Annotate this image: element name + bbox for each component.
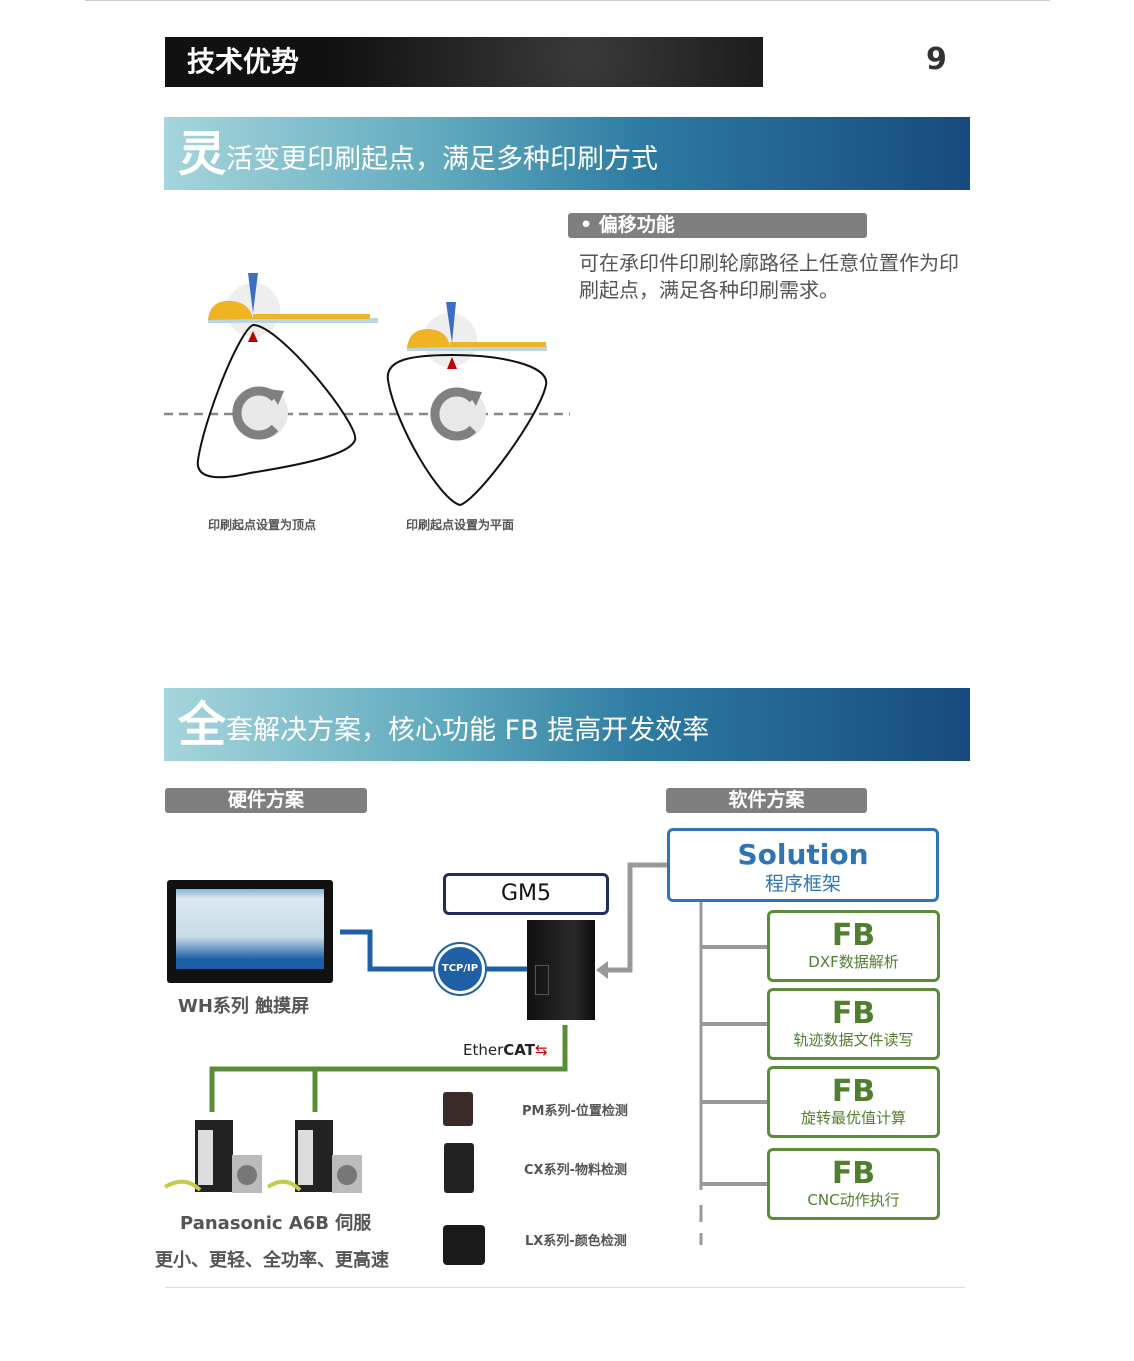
servo-images [163, 1120, 362, 1193]
section-header: 技术优势 [165, 37, 763, 87]
hardware-label: 硬件方案 [165, 788, 367, 813]
hmi-label: WH系列 触摸屏 [178, 996, 310, 1017]
diagram-flat [386, 302, 548, 507]
tcpip-badge: TCP/IP [435, 944, 485, 994]
rotate-icon [232, 386, 279, 440]
page-number: 9 [926, 42, 947, 77]
cx-sensor-image [444, 1143, 474, 1193]
sensor-label-pm: PM系列-位置检测 [522, 1104, 628, 1119]
banner-initial: 灵 [178, 126, 227, 182]
fb-subtitle: CNC动作执行 [807, 1191, 900, 1209]
fb-title: FB [831, 1156, 876, 1191]
banner-text: 活变更印刷起点，满足多种印刷方式 [226, 144, 659, 175]
caption-vertex: 印刷起点设置为顶点 [208, 518, 317, 532]
fb-subtitle: 轨迹数据文件读写 [793, 1031, 914, 1049]
diagram-vertex [196, 273, 378, 479]
solution-subtitle: 程序框架 [764, 873, 841, 895]
hmi-image [167, 880, 333, 983]
servo-label: Panasonic A6B 伺服 [180, 1213, 372, 1234]
caption-flat: 印刷起点设置为平面 [406, 518, 515, 532]
pm-sensor-image [443, 1092, 473, 1126]
top-rule [85, 0, 1050, 1]
offset-diagram [164, 273, 570, 507]
fb-title: FB [831, 918, 876, 953]
fb-subtitle: 旋转最优值计算 [800, 1109, 906, 1127]
ethercat-text-a: Ether [463, 1041, 504, 1059]
sensor-label-lx: LX系列-颜色检测 [525, 1234, 627, 1249]
sensor-label-cx: CX系列-物料检测 [524, 1163, 627, 1178]
controller-label: GM5 [443, 873, 609, 915]
solution-box: Solution 程序框架 [667, 828, 939, 902]
banner-flexible-start: 灵 活变更印刷起点，满足多种印刷方式 [164, 117, 970, 190]
fb-subtitle: DXF数据解析 [808, 953, 899, 971]
banner-text: 套解决方案，核心功能 FB 提高开发效率 [226, 715, 710, 746]
bottom-rule [165, 1287, 965, 1288]
ethercat-text-b: CAT [503, 1041, 535, 1059]
plc-image [527, 920, 595, 1020]
rotate-icon [430, 387, 477, 441]
ethercat-logo: EtherCAT⇆ [463, 1041, 548, 1059]
banner-initial: 全 [178, 697, 227, 753]
lx-sensor-image [443, 1225, 485, 1265]
fb-title: FB [831, 1074, 876, 1109]
software-label: 软件方案 [666, 788, 867, 813]
solution-title: Solution [737, 838, 869, 871]
feature-description: 可在承印件印刷轮廓路径上任意位置作为印刷起点，满足各种印刷需求。 [579, 251, 959, 302]
fb-title: FB [831, 996, 876, 1031]
banner-full-solution: 全 套解决方案，核心功能 FB 提高开发效率 [164, 688, 970, 761]
servo-features: 更小、更轻、全功率、更高速 [155, 1250, 389, 1271]
feature-label: • 偏移功能 [568, 213, 867, 238]
